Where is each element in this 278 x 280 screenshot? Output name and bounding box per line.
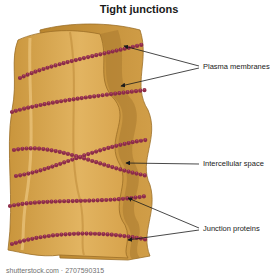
part-label: Plasma membranes <box>203 63 270 72</box>
leader-arrows <box>121 46 199 240</box>
fold-highlight <box>22 38 31 250</box>
watermark: shutterstock.com · 2707590315 <box>6 267 104 275</box>
diagram-title: Tight junctions <box>0 3 278 16</box>
fold-shadow <box>70 32 84 255</box>
junction-protein-strands <box>10 44 148 244</box>
strand-highlights <box>10 43 148 243</box>
part-label: Junction proteins <box>203 225 260 234</box>
front-membrane <box>8 31 128 258</box>
part-label: Intercellular space <box>203 160 264 169</box>
